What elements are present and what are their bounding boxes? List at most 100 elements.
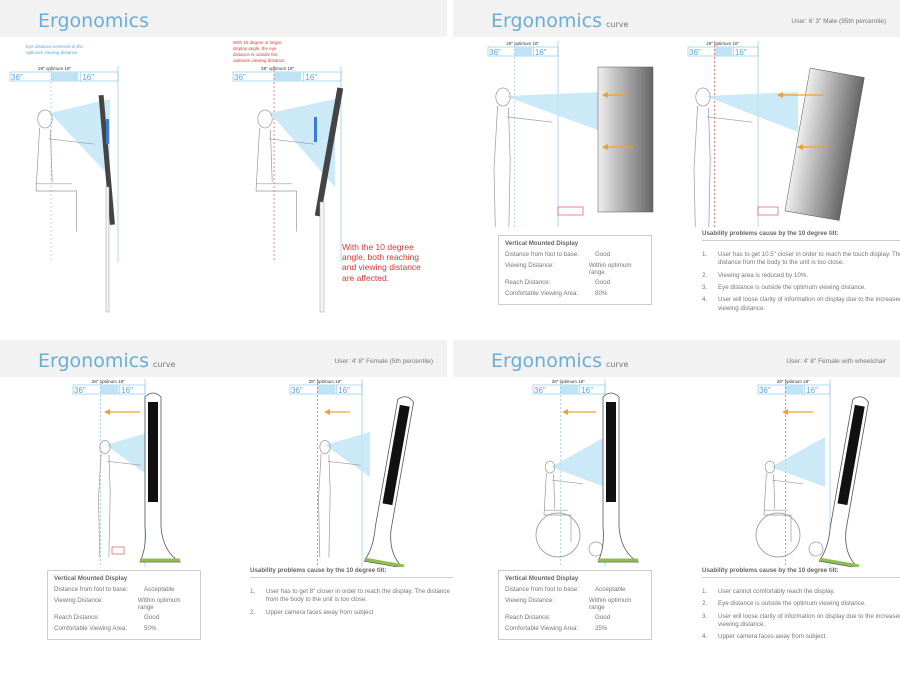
scale-optimum-label: 28" optimum 18" (309, 379, 342, 384)
info-value: Good (595, 614, 611, 621)
scale-optimum-label: 28" optimum 18" (552, 379, 585, 384)
reach-arrow-icon (324, 409, 350, 415)
viewing-cone (771, 437, 825, 487)
usability-title: Usability problems cause by the 10 degre… (250, 567, 460, 578)
kiosk-display (139, 392, 182, 563)
ergonomic-diagram: 36" 16" 28" optimum 18" 36" 16" 28" opti… (9, 66, 344, 313)
viewing-scale: 36" 16" 28" optimum 18" (289, 379, 363, 567)
reach-arrow-icon (797, 144, 828, 150)
info-row: Distance from foot to base:Good (505, 251, 645, 258)
wheelchair-icon (535, 512, 604, 558)
scale-optimum-label: 28" optimum 18" (261, 66, 294, 71)
box-title: Vertical Mounted Display (505, 240, 579, 247)
list-text: Eye distance is outside the optimum view… (718, 600, 866, 608)
ergonomic-diagram: 36" 16" 28" optimum 18" 36" 16" 28" opti… (532, 379, 869, 567)
info-label: Comfortable Viewing Area: (505, 289, 579, 297)
info-row: Reach Distance:Good (54, 614, 194, 621)
info-value: Good (595, 251, 611, 258)
kiosk-display (818, 396, 869, 567)
human-figure (318, 440, 361, 558)
scale-optimum-label: 28" optimum 18" (706, 41, 739, 46)
list-item: 4.User will loose clarity of information… (702, 296, 900, 313)
list-number: 1. (250, 588, 256, 595)
callout-angle-warning: With 10 degree or larger display angle, … (233, 40, 285, 63)
human-figure (763, 460, 804, 542)
info-value: 50% (144, 624, 157, 632)
list-item: 1. User has to get 10.5" closer in order … (702, 251, 900, 268)
slide-1: Ergonomics Eye distance centered to the … (0, 0, 447, 335)
list-number: 2. (250, 608, 256, 616)
scale-far-label: 36" (11, 73, 23, 82)
viewing-cone (106, 432, 150, 477)
info-value: Acceptable (595, 586, 626, 593)
usability-problems: Usability problems cause by the 10 degre… (250, 567, 460, 621)
list-number: 1. (702, 588, 708, 595)
info-label: Reach Distance: (505, 279, 551, 286)
scale-near-label: 16" (735, 48, 747, 57)
viewing-scale: 36" 16" 28" optimum 18" (9, 66, 119, 262)
callout-eye-distance: Eye distance centered to the optimum vie… (26, 44, 84, 55)
list-text: User will loose clarity of information o… (718, 296, 900, 312)
list-item: 1. User has to get 8" closer in order to … (250, 588, 460, 605)
list-item: 4. Upper camera faces away from subject. (702, 633, 900, 641)
info-row: Comfortable Viewing Area:25% (505, 625, 645, 632)
list-number: 3. (702, 612, 708, 620)
box-title: Vertical Mounted Display (505, 575, 579, 582)
scale-far-label: 36" (489, 48, 501, 57)
reach-arrow-icon (602, 92, 628, 98)
list-item: 2.Upper camera faces away from subject (250, 609, 460, 617)
kiosk-display (363, 396, 414, 567)
info-label: Reach Distance: (505, 614, 551, 621)
ergonomic-diagram: 36" 16" 28" optimum 18" 36" 16" 28" opti… (487, 41, 865, 227)
usability-title: Usability problems cause by the 10 degre… (702, 230, 900, 241)
kiosk-display (597, 392, 640, 563)
list-item: 3.Eye distance is outside the optimum vi… (702, 284, 900, 292)
info-label: Viewing Distance: (505, 596, 555, 604)
viewing-cone (705, 92, 798, 132)
list-text: Viewing area is reduced by 10%. (718, 271, 809, 279)
info-row: Viewing Distance:Within optimum range (505, 262, 645, 276)
list-text: Upper camera faces away from subject. (718, 633, 828, 641)
usability-problems: Usability problems cause by the 10 degre… (702, 567, 900, 646)
scale-near-label: 16" (305, 73, 317, 82)
list-text: User has to get 10.5" closer in order to… (718, 251, 900, 267)
reach-arrow-icon (602, 144, 633, 150)
list-text: User has to get 8" closer in order to re… (266, 588, 450, 604)
scale-near-label: 16" (535, 48, 547, 57)
list-number: 4. (702, 633, 708, 641)
ergonomic-diagram: 36" 16" 28" optimum 18" 36" 16" 28" opti… (72, 379, 414, 567)
viewing-cone (50, 99, 110, 177)
scale-optimum-label: 28" optimum 18" (777, 379, 810, 384)
display-unit (98, 94, 115, 225)
human-figure (693, 87, 753, 227)
display-unit (314, 87, 344, 217)
info-label: Comfortable Viewing Area: (54, 624, 128, 632)
human-figure (35, 109, 95, 232)
scale-near-label: 16" (82, 73, 94, 82)
scale-far-label: 36" (759, 386, 771, 395)
human-figure (255, 109, 315, 232)
info-row: Reach Distance: Good (505, 614, 645, 621)
user-profile: User: 4' 8" Female (5th percentile) (334, 358, 433, 365)
reach-arrow-icon (562, 409, 596, 415)
human-figure (493, 87, 553, 227)
list-number: 1. (702, 251, 708, 258)
info-row: Distance from foot to base:Acceptable (505, 586, 645, 593)
info-row: Viewing Distance:Within optimum range (54, 597, 194, 611)
scale-far-label: 36" (689, 48, 701, 57)
angle-note: With the 10 degree angle, both reaching … (342, 242, 421, 283)
display-unit (597, 66, 654, 213)
info-value: Good (144, 614, 160, 621)
list-text: User cannot comfortably reach the displa… (718, 588, 835, 595)
info-label: Comfortable Viewing Area: (505, 624, 579, 632)
scale-near-label: 16" (806, 386, 818, 395)
scale-far-label: 36" (291, 386, 303, 395)
info-value: Good (595, 279, 611, 286)
human-figure (543, 460, 584, 542)
display-unit (784, 67, 865, 221)
